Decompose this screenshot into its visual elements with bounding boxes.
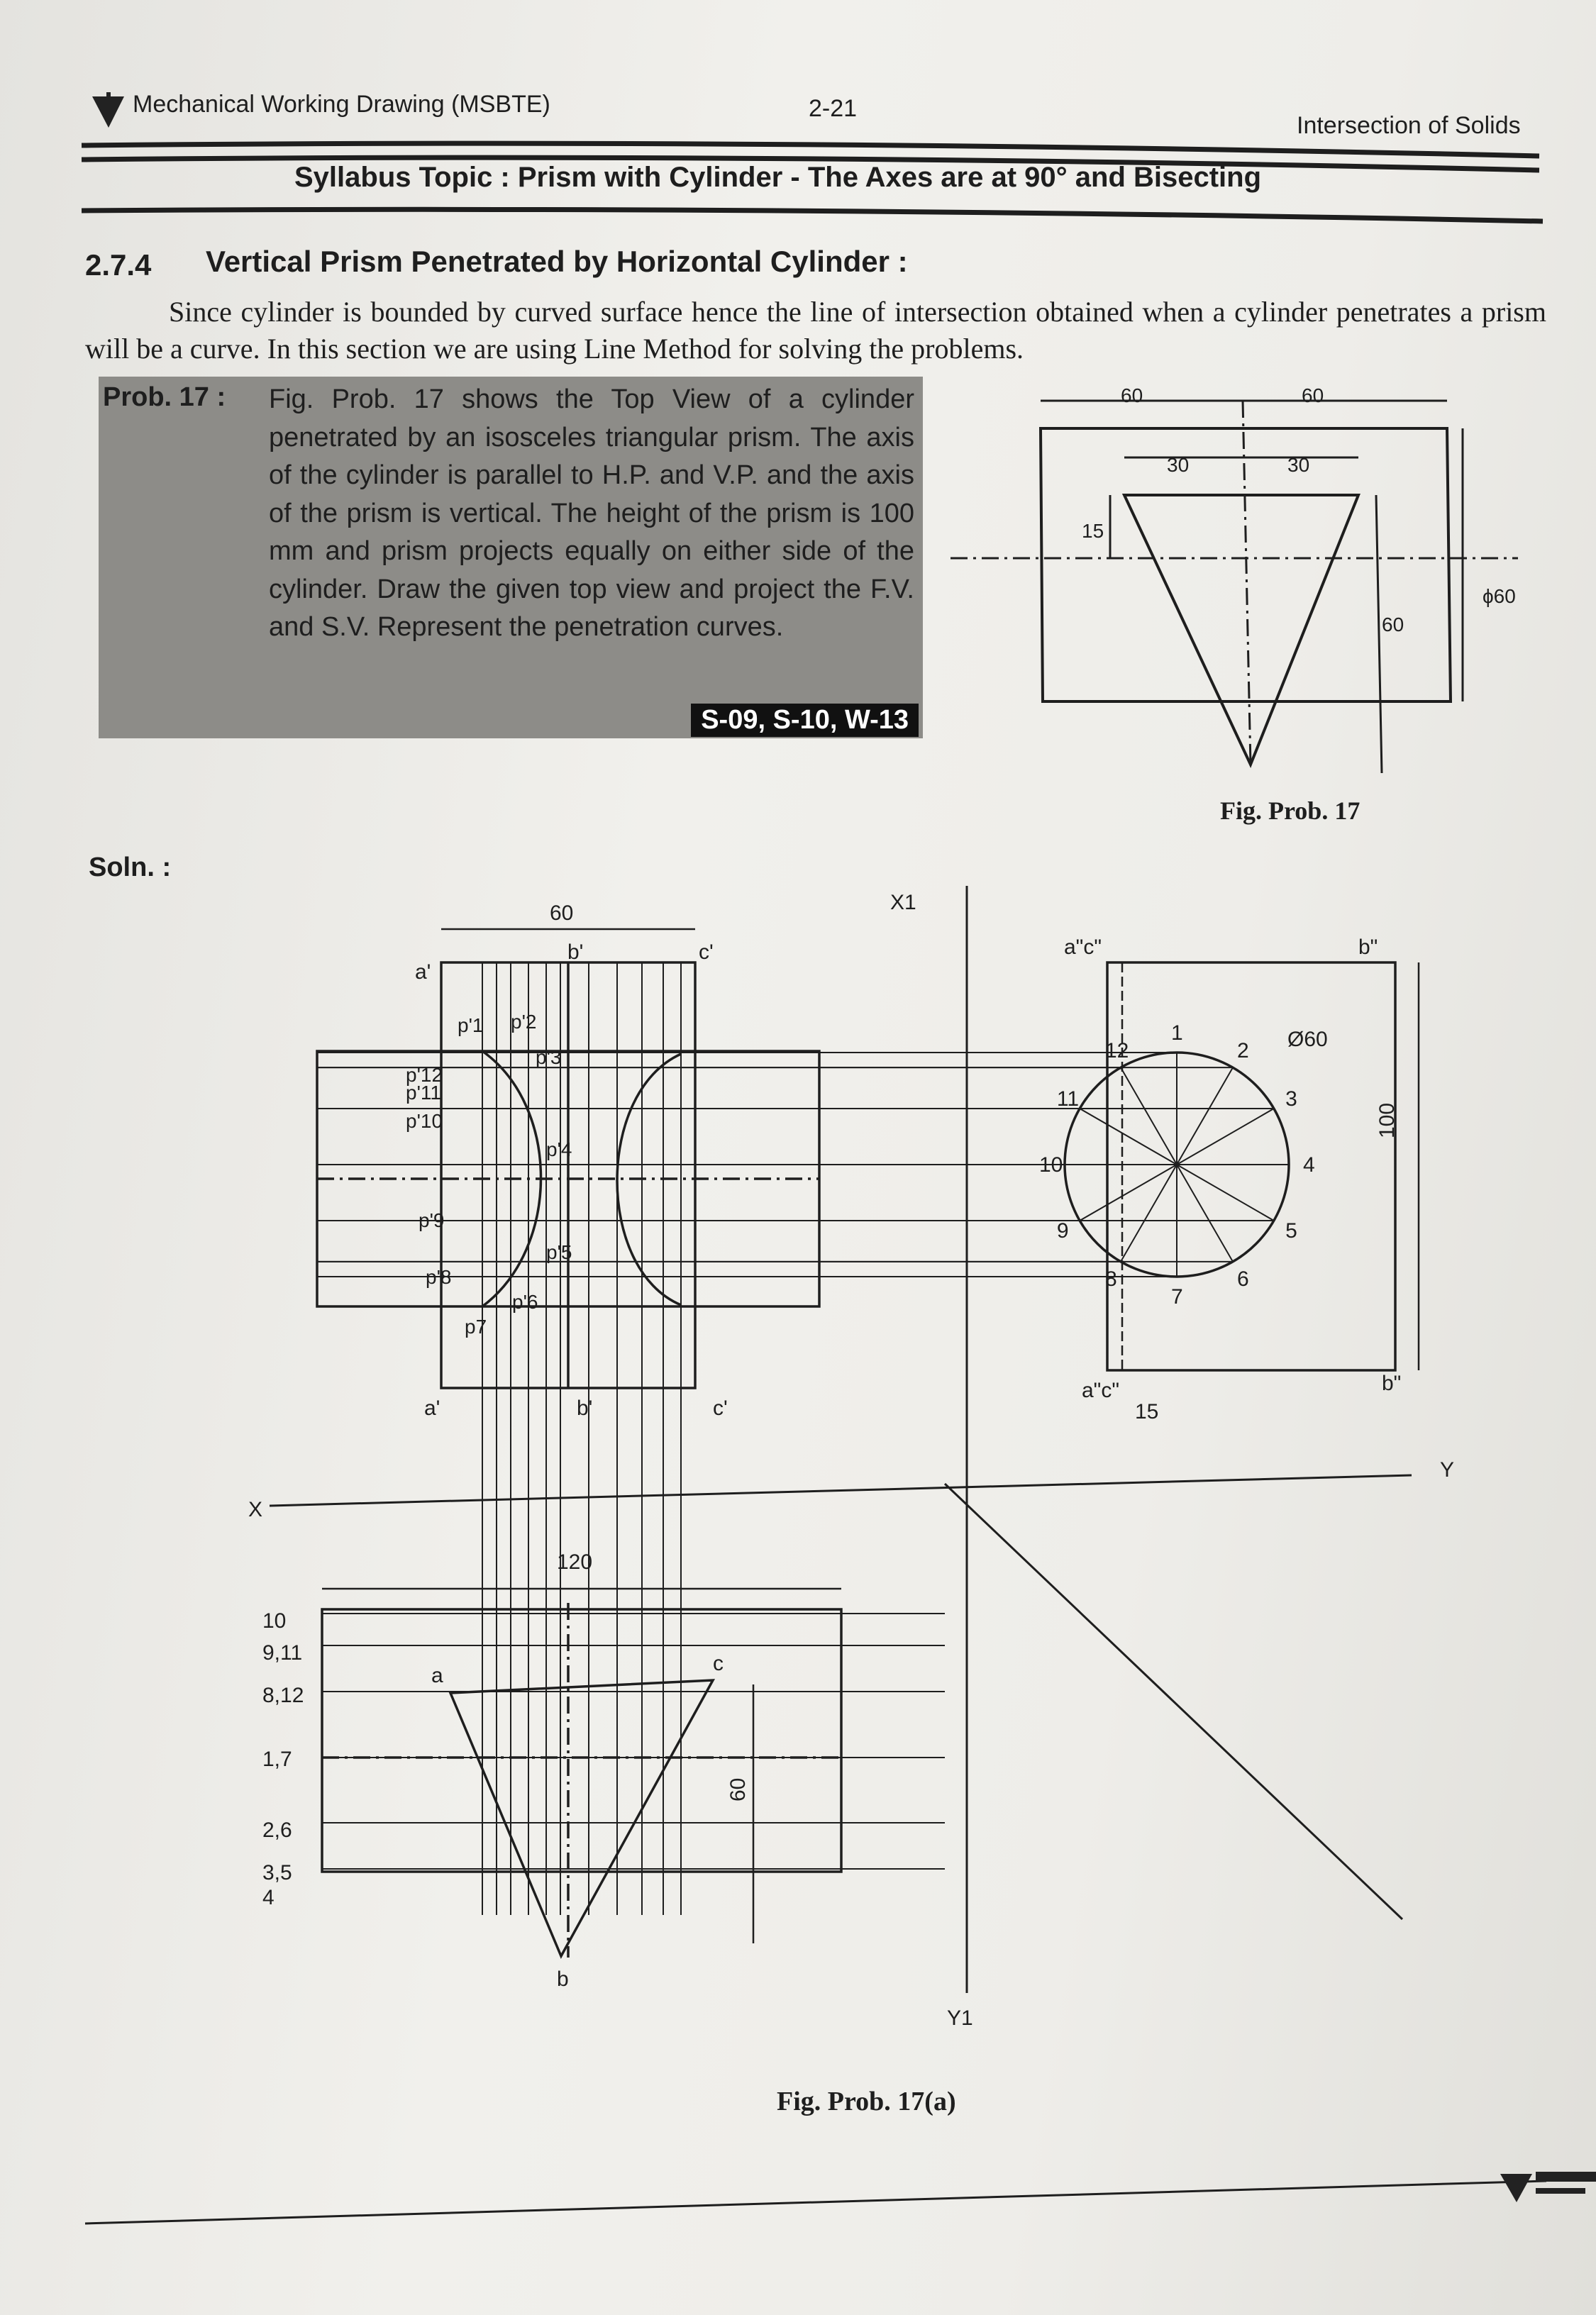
tv-generator-label: 3,5 xyxy=(262,1861,292,1884)
circle-point-label: 2 xyxy=(1237,1039,1249,1062)
dim-height: 100 xyxy=(1375,1103,1399,1138)
axis-x: X xyxy=(248,1498,262,1521)
section-number: 2.7.4 xyxy=(85,248,152,282)
axis-x1: X1 xyxy=(890,891,916,914)
fv-label-c-bottom: c' xyxy=(713,1397,728,1420)
solution-drawing xyxy=(269,886,1420,1993)
problem-label: Prob. 17 : xyxy=(103,382,226,412)
problem-box: Prob. 17 : Fig. Prob. 17 shows the Top V… xyxy=(99,377,923,738)
intersection-point-label: p'6 xyxy=(512,1291,538,1313)
tv-generator-label: 8,12 xyxy=(262,1684,304,1707)
intersection-point-label: p'4 xyxy=(546,1138,572,1160)
header-rules xyxy=(81,140,1544,224)
circle-point-label: 10 xyxy=(1039,1153,1063,1177)
tv-label-c: c xyxy=(713,1652,724,1675)
intersection-point-label: p'8 xyxy=(426,1266,452,1288)
sv-label-ac-top: a"c" xyxy=(1064,936,1102,959)
exam-tag: S-09, S-10, W-13 xyxy=(691,704,919,737)
sv-label-b-bottom: b" xyxy=(1382,1372,1401,1395)
dim-cyl-dia: Ø60 xyxy=(1287,1028,1328,1051)
chapter-title: Intersection of Solids xyxy=(1297,112,1521,139)
axis-y1: Y1 xyxy=(947,2006,973,2030)
circle-point-label: 5 xyxy=(1285,1219,1297,1243)
circle-point-label: 11 xyxy=(1057,1087,1079,1111)
page-number: 2-21 xyxy=(809,95,858,122)
axis-y: Y xyxy=(1440,1458,1454,1482)
tv-generator-label: 9,11 xyxy=(262,1641,302,1665)
circle-point-label: 12 xyxy=(1105,1039,1129,1062)
intersection-point-label: p'12 xyxy=(406,1064,443,1086)
circle-point-label: 8 xyxy=(1105,1267,1117,1291)
circle-radial-line xyxy=(1120,1067,1177,1165)
solution-label: Soln. : xyxy=(89,853,171,882)
dim-15: 15 xyxy=(1082,520,1104,542)
circle-point-label: 9 xyxy=(1057,1219,1069,1243)
circle-radial-line xyxy=(1176,1164,1275,1221)
syllabus-topic: Syllabus Topic : Prism with Cylinder - T… xyxy=(294,162,1262,193)
circle-radial-line xyxy=(1079,1164,1177,1221)
dim-length: 120 xyxy=(557,1550,592,1574)
circle-point-label: 3 xyxy=(1285,1087,1297,1111)
tv-generator-label: 10 xyxy=(262,1609,286,1633)
fv-label-a-top: a' xyxy=(415,960,431,984)
circle-radial-line xyxy=(1079,1108,1177,1165)
circle-radial-line xyxy=(1120,1164,1177,1262)
fv-label-b-top: b' xyxy=(567,940,583,964)
dim-fv-width: 60 xyxy=(550,901,573,925)
dim-60-height: 60 xyxy=(1382,614,1404,635)
circle-radial-line xyxy=(1176,1067,1234,1165)
sv-label-ac-bottom: a"c" xyxy=(1082,1379,1119,1402)
intersection-point-label: p'9 xyxy=(419,1209,445,1231)
intersection-point-label: p'5 xyxy=(546,1241,572,1263)
fv-label-b-bottom: b' xyxy=(577,1397,592,1420)
book-title: Mechanical Working Drawing (MSBTE) xyxy=(133,91,550,118)
circle-point-label: 4 xyxy=(1303,1153,1315,1177)
intersection-point-label: p'2 xyxy=(511,1011,537,1033)
dim-offset: 15 xyxy=(1135,1400,1158,1423)
section-title: Vertical Prism Penetrated by Horizontal … xyxy=(206,245,908,278)
fv-label-a-bottom: a' xyxy=(424,1397,440,1420)
fv-label-c-top: c' xyxy=(699,940,714,964)
intersection-point-label: p'3 xyxy=(536,1046,562,1068)
problem-text: Fig. Prob. 17 shows the Top View of a cy… xyxy=(269,384,914,642)
tv-label-b: b xyxy=(557,1967,569,1991)
intersection-point-label: p7 xyxy=(465,1316,487,1338)
dim-tv-depth: 60 xyxy=(726,1778,750,1802)
dim-60-right: 60 xyxy=(1302,384,1324,406)
tv-label-a: a xyxy=(431,1664,443,1687)
intersection-point-label: p'11 xyxy=(406,1082,441,1104)
circle-point-label: 7 xyxy=(1171,1285,1183,1309)
intersection-point-label: p'10 xyxy=(406,1110,443,1132)
intersection-point-label: p'1 xyxy=(458,1014,484,1036)
circle-point-label: 1 xyxy=(1171,1021,1183,1045)
dim-dia-60: ϕ60 xyxy=(1483,585,1516,607)
fig17a-caption: Fig. Prob. 17(a) xyxy=(777,2087,956,2116)
circle-point-label: 6 xyxy=(1237,1267,1249,1291)
footer-logo-icon xyxy=(1500,2172,1596,2202)
dim-60-left: 60 xyxy=(1121,384,1143,406)
fig-prob-17: 60 60 30 30 15 60 ϕ60 Fig. Prob. 17 xyxy=(951,384,1518,825)
footer-rule xyxy=(84,2180,1547,2225)
fig17-caption: Fig. Prob. 17 xyxy=(1220,796,1360,825)
sv-label-b-top: b" xyxy=(1358,936,1378,959)
publisher-logo-icon xyxy=(89,91,128,136)
dim-30-left: 30 xyxy=(1167,454,1189,476)
intro-paragraph: Since cylinder is bounded by curved surf… xyxy=(85,296,1546,365)
tv-generator-label: 1,7 xyxy=(262,1748,292,1771)
dim-30-right: 30 xyxy=(1287,454,1309,476)
tv-generator-label: 2,6 xyxy=(262,1819,292,1842)
circle-radial-line xyxy=(1176,1108,1275,1165)
circle-radial-line xyxy=(1176,1164,1234,1262)
tv-generator-label: 4 xyxy=(262,1886,275,1909)
